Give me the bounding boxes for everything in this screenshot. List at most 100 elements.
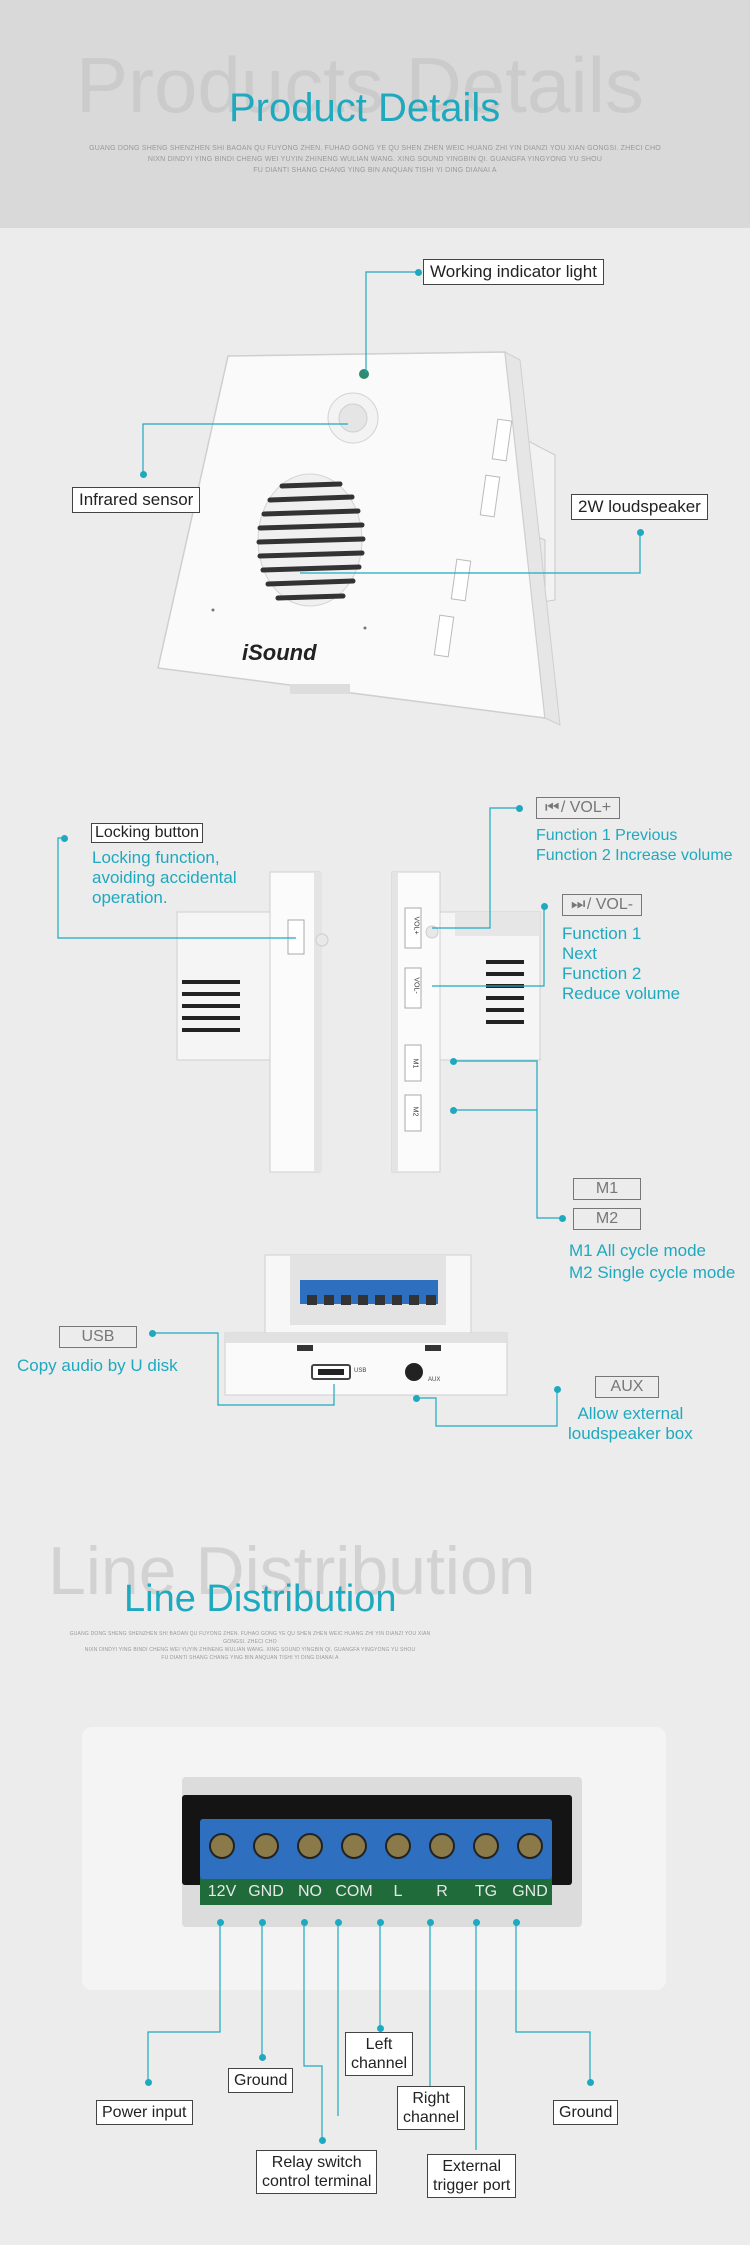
desc-line: loudspeaker box [568, 1424, 693, 1443]
callout-dot [377, 1919, 384, 1926]
callout-dot [145, 2079, 152, 2086]
callout-dot [413, 1395, 420, 1402]
terminal-label: 12V [207, 1883, 237, 1900]
section-title: Line Distribution [124, 1578, 397, 1620]
terminal-labels: 12V GND NO COM L R TG GND [200, 1882, 552, 1904]
locking-description: Locking function, avoiding accidental op… [92, 848, 237, 908]
label-right-channel: Right channel [397, 2086, 466, 2130]
subtitle-line: NIXN DINDYI YING BINDI CHENG WEI YUYIN Z… [84, 1647, 416, 1653]
usb-port-text: USB [354, 1368, 367, 1374]
terminal-screw [517, 1833, 543, 1859]
bottom-view-illustration [224, 1254, 508, 1396]
terminal-screw [429, 1833, 455, 1859]
desc-line: Reduce volume [562, 984, 681, 1003]
callout-dot [415, 269, 422, 276]
callout-dot [513, 1919, 520, 1926]
next-label-text: / VOL- [586, 896, 634, 913]
callout-dot [473, 1919, 480, 1926]
label-line: control terminal [262, 2173, 372, 2190]
section-subtitle: GUANG DONG SHENG SHENZHEN SHI BAOAN QU F… [60, 1630, 440, 1662]
subtitle-line: FU DIANTI SHANG CHANG YING BIN ANQUAN TI… [161, 1655, 339, 1661]
terminal-label: COM [335, 1883, 373, 1900]
label-line: trigger port [433, 2177, 511, 2194]
callout-dot [217, 1919, 224, 1926]
product-details-header: Products Details Product Details GUANG D… [0, 0, 750, 228]
callout-dot [61, 835, 68, 842]
aux-port-text: AUX [428, 1377, 441, 1383]
desc-line: Allow external [577, 1404, 684, 1423]
label-line: Right [412, 2090, 450, 2107]
desc-line: Function 1 [562, 924, 642, 943]
label-ground-1: Ground [228, 2068, 294, 2093]
callout-dot [140, 471, 147, 478]
callout-dot [541, 903, 548, 910]
label-indicator-light: Working indicator light [423, 259, 604, 285]
callout-dot [637, 529, 644, 536]
terminal-label: GND [248, 1883, 284, 1900]
label-prev-vol-up: ⏮ / VOL+ [536, 797, 621, 819]
desc-line: Function 1 Previous [536, 827, 678, 844]
callout-dot [259, 2054, 266, 2061]
m-mode-description: M1 All cycle mode M2 Single cycle mode [569, 1240, 735, 1284]
previous-icon: ⏮ [545, 799, 560, 816]
device-front-illustration [157, 351, 561, 726]
label-infrared-sensor: Infrared sensor [72, 487, 201, 513]
page-title: Product Details [229, 86, 501, 130]
screws [200, 1827, 552, 1867]
label-next-vol-down: ⏭ / VOL- [562, 894, 643, 916]
terminal-screw [341, 1833, 367, 1859]
ghost-title: Products Details [76, 41, 644, 129]
label-line: channel [403, 2109, 460, 2126]
desc-line: M1 All cycle mode [569, 1241, 706, 1260]
label-left-channel: Left channel [345, 2032, 414, 2076]
label-loudspeaker: 2W loudspeaker [571, 494, 708, 520]
label-line: Left [365, 2036, 393, 2053]
label-relay-switch: Relay switch control terminal [256, 2150, 378, 2194]
label-m1: M1 [573, 1178, 641, 1200]
terminal-label: TG [474, 1883, 498, 1900]
callout-dot [554, 1386, 561, 1393]
callout-dot [450, 1058, 457, 1065]
label-line: Relay switch [271, 2154, 362, 2171]
desc-line: Function 2 [562, 964, 642, 983]
terminal-label: R [436, 1883, 448, 1900]
terminal-block-photo: 12V GND NO COM L R TG GND [82, 1727, 666, 1990]
desc-line: Function 2 Increase volume [536, 847, 733, 864]
terminal-screw [253, 1833, 279, 1859]
label-locking-button: Locking button [91, 823, 204, 843]
desc-line: operation. [92, 888, 168, 907]
callout-dot [516, 805, 523, 812]
callout-lines-side [57, 807, 562, 1219]
brand-logo: iSound [242, 640, 317, 665]
ghost-title: Line Distribution [48, 1533, 536, 1609]
desc-line: M2 Single cycle mode [569, 1263, 736, 1282]
label-power-input: Power input [96, 2100, 193, 2125]
terminal-screw [385, 1833, 411, 1859]
terminal-screw [209, 1833, 235, 1859]
callout-dot [319, 2137, 326, 2144]
callout-dot [259, 1919, 266, 1926]
terminal-label: NO [298, 1883, 322, 1900]
header-subtitle: GUANG DONG SHENG SHENZHEN SHI BAOAN QU F… [70, 143, 680, 176]
subtitle-line: NIXN DINDYI YING BINDI CHENG WEI YUYIN Z… [147, 156, 603, 163]
label-aux: AUX [595, 1376, 659, 1398]
terminal-screw [473, 1833, 499, 1859]
callout-dot [559, 1215, 566, 1222]
terminal-label: GND [512, 1883, 548, 1900]
label-m2: M2 [573, 1208, 641, 1230]
callout-dot [587, 2079, 594, 2086]
callout-dot [301, 1919, 308, 1926]
label-line: External [442, 2158, 502, 2175]
callout-dot [377, 2025, 384, 2032]
callout-dot [450, 1107, 457, 1114]
desc-line: avoiding accidental [92, 868, 237, 887]
desc-line: Locking function, [92, 848, 220, 867]
terminal-label: L [393, 1883, 403, 1900]
subtitle-line: GUANG DONG SHENG SHENZHEN SHI BAOAN QU F… [89, 145, 661, 152]
label-external-trigger: External trigger port [427, 2154, 517, 2198]
subtitle-line: GUANG DONG SHENG SHENZHEN SHI BAOAN QU F… [69, 1631, 431, 1645]
callout-dot [427, 1919, 434, 1926]
desc-line: Next [562, 944, 597, 963]
subtitle-line: FU DIANTI SHANG CHANG YING BIN ANQUAN TI… [253, 167, 497, 174]
